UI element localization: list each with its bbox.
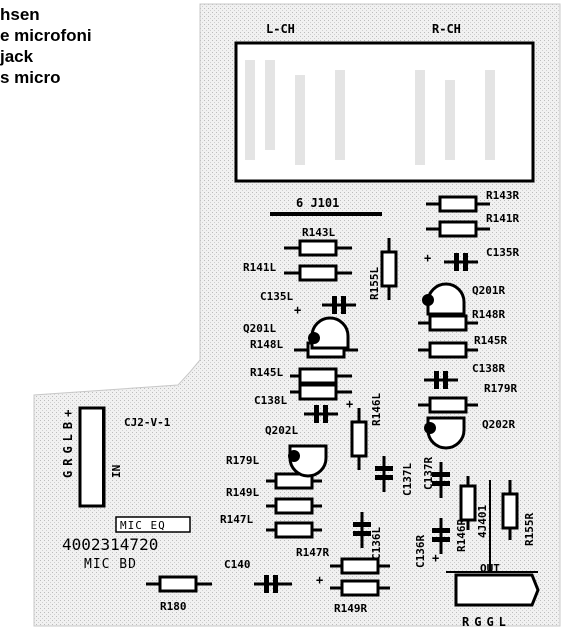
resistor-r147r — [330, 557, 390, 575]
out-connector — [454, 573, 540, 607]
rch-label: R-CH — [432, 22, 461, 36]
label-4j401: 4J401 — [476, 505, 489, 538]
label-r148r: R148R — [472, 308, 505, 321]
resistor-r146l — [350, 408, 368, 470]
label-mic-eq: MIC EQ — [120, 519, 166, 532]
relay-inner-trace — [245, 60, 495, 165]
plus-sign: + — [316, 573, 323, 587]
label-c136r: C136R — [414, 535, 427, 568]
resistor-r179r — [418, 396, 478, 414]
label-r146r: R146R — [455, 519, 468, 552]
label-rggl: RGGL — [462, 615, 511, 629]
label-mic-bd: MIC BD — [84, 557, 137, 572]
transistor-q201r — [422, 282, 466, 316]
caption-line: e microfoni — [0, 26, 92, 45]
resistor-r147l — [266, 497, 322, 515]
resistor-r180 — [146, 575, 212, 593]
in-connector-edge — [102, 408, 105, 506]
resistor-r143r — [426, 195, 490, 213]
resistor-r148r — [418, 314, 478, 332]
in-connector — [78, 406, 106, 508]
label-r155l: R155L — [368, 267, 381, 300]
label-r141r: R141R — [486, 212, 519, 225]
capacitor-c140 — [254, 575, 292, 593]
plus-sign: + — [432, 551, 439, 565]
resistor-r149r — [330, 579, 390, 597]
plus-sign: + — [294, 303, 301, 317]
transistor-q202l — [288, 444, 328, 478]
label-r141l: R141L — [243, 261, 276, 274]
label-r145r: R145R — [474, 334, 507, 347]
transistor-q202r — [424, 416, 466, 450]
label-q202l: Q202L — [265, 424, 298, 437]
jumper-label: 6 J101 — [296, 196, 339, 210]
label-q201r: Q201R — [472, 284, 505, 297]
resistor-r147l-2 — [266, 521, 322, 539]
label-r155r: R155R — [523, 513, 536, 546]
label-r143r: R143R — [486, 189, 519, 202]
label-c136l: C136L — [370, 527, 383, 560]
jumper-bar — [270, 212, 382, 216]
transistor-q201l — [308, 316, 350, 350]
capacitor-c138l — [304, 405, 338, 423]
label-grglb: GRGLB+ — [61, 405, 75, 478]
mic-eq-box — [115, 516, 191, 533]
capacitor-c137r — [432, 462, 450, 498]
label-c138l: C138L — [254, 394, 287, 407]
label-in: IN — [110, 465, 123, 478]
label-r179r: R179R — [484, 382, 517, 395]
label-out: OUT — [480, 562, 500, 575]
resistor-r149l — [266, 472, 322, 490]
resistor-r145l-2 — [290, 383, 352, 401]
label-r179l: R179L — [226, 454, 259, 467]
label-q201l: Q201L — [243, 322, 276, 335]
capacitor-c136r — [432, 518, 450, 554]
label-r143l: R143L — [302, 226, 335, 239]
capacitor-c136l — [353, 512, 371, 548]
capacitor-c135l — [322, 296, 356, 314]
resistor-r155l — [380, 238, 398, 300]
capacitor-c135r — [444, 253, 478, 271]
resistor-r155r — [501, 480, 519, 540]
resistor-r146r — [459, 476, 477, 530]
label-c137l: C137L — [401, 463, 414, 496]
label-r145l: R145L — [250, 366, 283, 379]
label-c135r: C135R — [486, 246, 519, 259]
label-r146l: R146L — [370, 393, 383, 426]
label-part-number: 4002314720 — [62, 535, 158, 554]
label-r149l: R149L — [226, 486, 259, 499]
capacitor-c137l — [375, 456, 393, 492]
label-c140: C140 — [224, 558, 251, 571]
label-cj2: CJ2-V-1 — [124, 416, 171, 429]
plus-sign: + — [424, 251, 431, 265]
label-r180: R180 — [160, 600, 187, 613]
relay-block — [234, 41, 535, 183]
resistor-r141l — [284, 264, 352, 282]
resistor-r145l — [290, 367, 352, 385]
label-r149r: R149R — [334, 602, 367, 615]
label-q202r: Q202R — [482, 418, 515, 431]
plus-sign: + — [346, 397, 353, 411]
caption-line: hsen — [0, 5, 40, 24]
caption-line: jack — [0, 47, 34, 66]
capacitor-c138r — [424, 371, 458, 389]
resistor-r145r — [418, 341, 478, 359]
label-c135l: C135L — [260, 290, 293, 303]
caption-text: hsen e microfoni jack s micro — [0, 4, 92, 88]
label-r147l: R147L — [220, 513, 253, 526]
label-c138r: C138R — [472, 362, 505, 375]
label-r147r: R147R — [296, 546, 329, 559]
caption-line: s micro — [0, 68, 61, 87]
label-r148l: R148L — [250, 338, 283, 351]
resistor-r141r — [426, 220, 490, 238]
label-c137r: C137R — [422, 457, 435, 490]
lch-label: L-CH — [266, 22, 295, 36]
resistor-r143l — [284, 239, 352, 257]
